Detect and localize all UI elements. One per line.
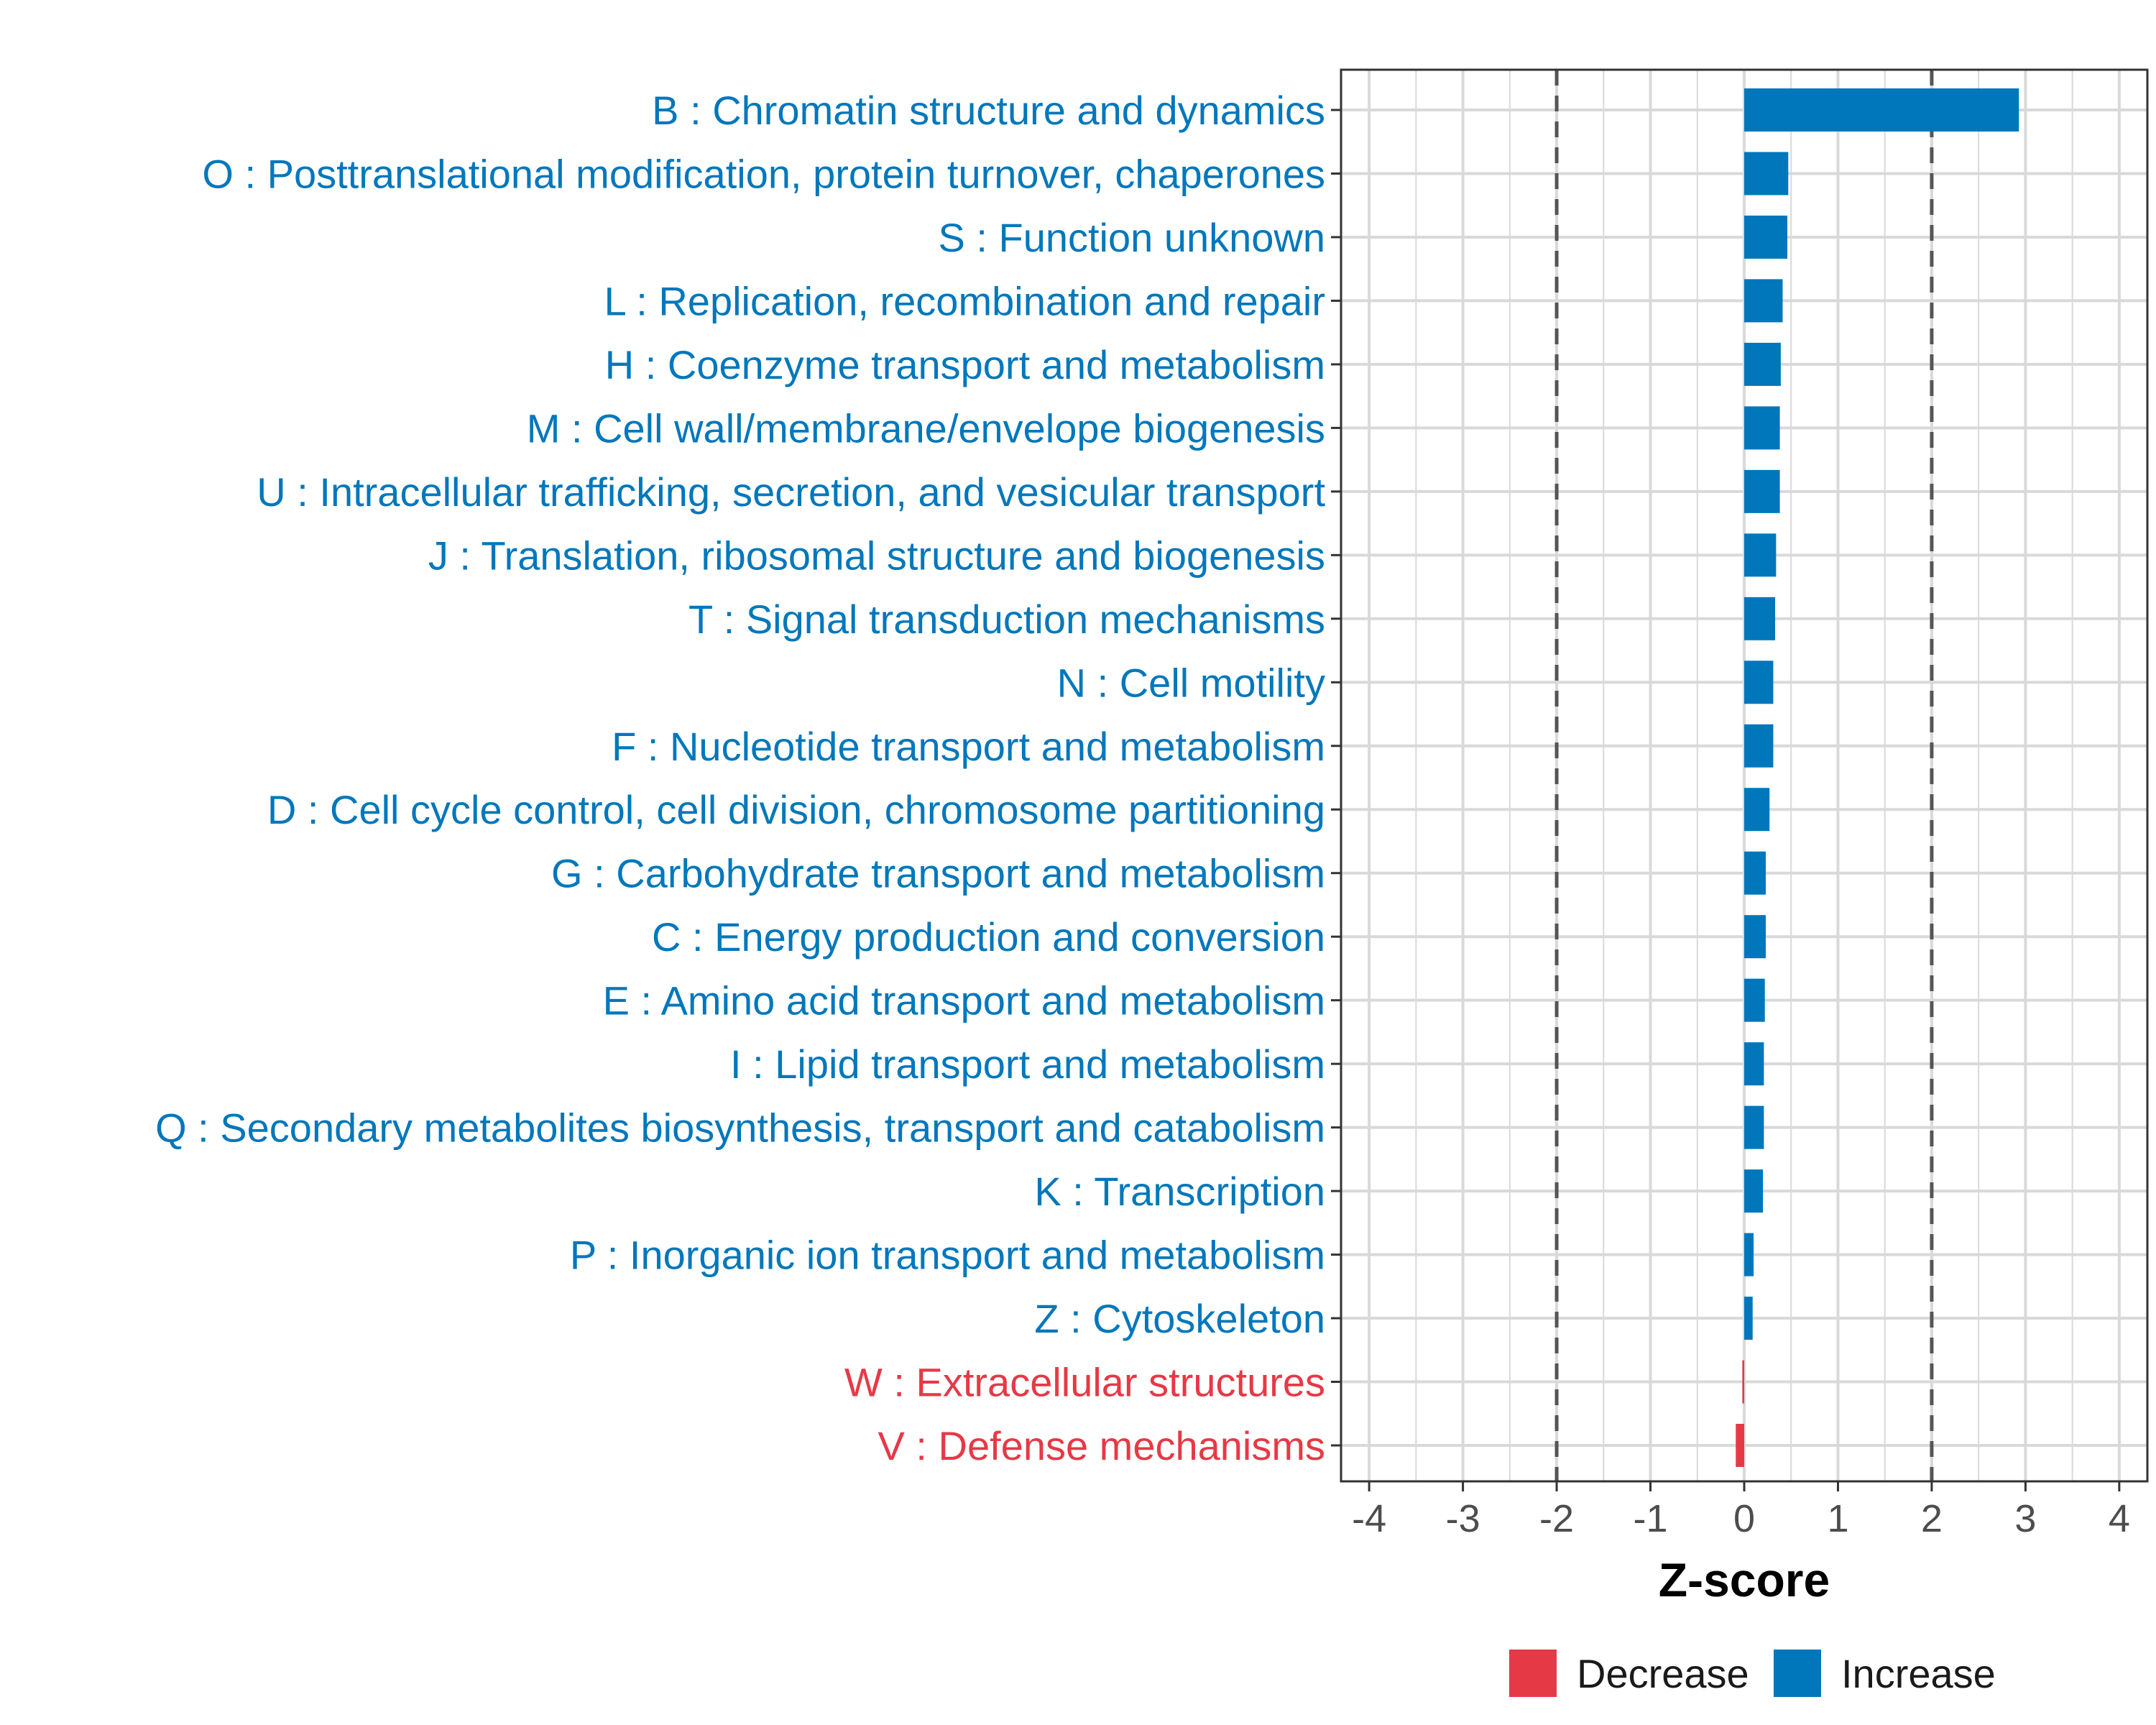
bar (1744, 152, 1789, 196)
category-label: W : Extracellular structures (844, 1360, 1325, 1405)
bar (1744, 1169, 1764, 1213)
category-label: J : Translation, ribosomal structure and… (428, 533, 1325, 578)
bar (1744, 1297, 1753, 1340)
bar (1744, 915, 1766, 959)
bar (1744, 978, 1765, 1022)
bar (1744, 1042, 1764, 1086)
bar (1744, 724, 1774, 768)
legend-label: Decrease (1577, 1651, 1749, 1696)
category-label: Q : Secondary metabolites biosynthesis, … (155, 1105, 1325, 1151)
category-label: F : Nucleotide transport and metabolism (612, 724, 1325, 769)
x-tick-label: -3 (1446, 1497, 1480, 1540)
bar (1744, 342, 1781, 386)
category-label: U : Intracellular trafficking, secretion… (257, 469, 1325, 515)
bar (1744, 88, 2019, 132)
x-tick-label: 3 (2014, 1497, 2036, 1540)
bar (1744, 1105, 1764, 1149)
x-tick-label: 4 (2109, 1497, 2130, 1540)
category-label: V : Defense mechanisms (878, 1423, 1325, 1468)
category-label: H : Coenzyme transport and metabolism (605, 342, 1325, 387)
bar (1742, 1360, 1744, 1404)
category-label: T : Signal transduction mechanisms (688, 597, 1325, 642)
bars (1736, 88, 2019, 1467)
category-label: S : Function unknown (938, 215, 1325, 260)
category-label: Z : Cytoskeleton (1034, 1296, 1325, 1341)
bar (1744, 661, 1774, 704)
legend: Decrease Increase (1509, 1650, 1996, 1697)
x-tick-label: -2 (1539, 1497, 1574, 1540)
category-label: L : Replication, recombination and repai… (604, 278, 1325, 323)
bar (1744, 1233, 1754, 1276)
category-label: C : Energy production and conversion (652, 914, 1325, 960)
legend-label: Increase (1841, 1651, 1996, 1696)
category-labels: B : Chromatin structure and dynamics O : … (155, 88, 1325, 1468)
category-label: E : Amino acid transport and metabolism (603, 978, 1325, 1024)
x-tick-label: 2 (1921, 1497, 1943, 1540)
bar (1744, 469, 1780, 513)
category-label: I : Lipid transport and metabolism (730, 1041, 1325, 1087)
bar (1744, 597, 1776, 640)
category-label: O : Posttranslational modification, prot… (202, 151, 1325, 196)
y-axis-ticks (1331, 109, 1341, 1447)
category-label: B : Chromatin structure and dynamics (652, 88, 1325, 133)
threshold-lines (1554, 70, 1934, 1481)
x-tick-label: -1 (1634, 1497, 1668, 1540)
x-axis-title: Z-score (1659, 1553, 1830, 1606)
category-label: D : Cell cycle control, cell division, c… (267, 787, 1325, 832)
x-tick-label: 1 (1827, 1497, 1848, 1540)
x-axis-ticks: -4 -3 -2 -1 0 1 2 3 4 (1352, 1481, 2130, 1540)
category-label: K : Transcription (1034, 1169, 1325, 1214)
category-label: M : Cell wall/membrane/envelope biogenes… (527, 405, 1325, 451)
x-tick-label: 0 (1733, 1497, 1755, 1540)
bar (1744, 533, 1777, 577)
legend-swatch (1774, 1650, 1821, 1697)
category-label: N : Cell motility (1057, 660, 1325, 705)
category-label: G : Carbohydrate transport and metabolis… (551, 851, 1325, 896)
category-label: P : Inorganic ion transport and metaboli… (570, 1233, 1325, 1278)
bar (1744, 406, 1780, 450)
bar (1744, 788, 1770, 832)
x-tick-label: -4 (1352, 1497, 1386, 1540)
bar (1744, 851, 1766, 895)
bar (1744, 215, 1788, 259)
legend-swatch (1509, 1650, 1557, 1697)
bar (1744, 279, 1783, 323)
bar (1736, 1424, 1744, 1467)
